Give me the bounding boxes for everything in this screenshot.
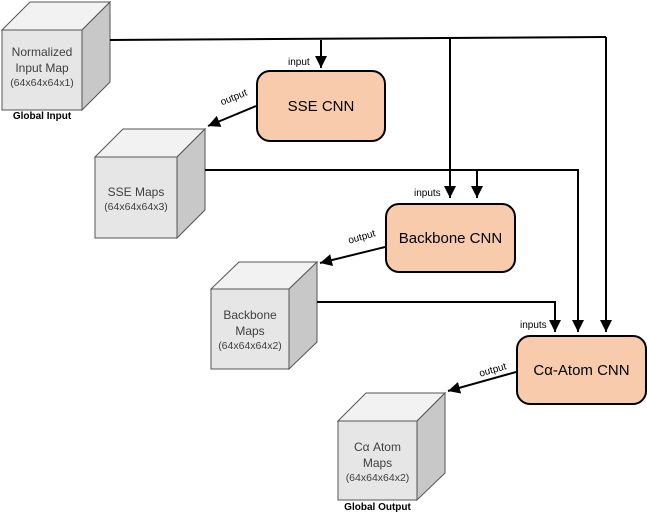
global-input-dims: (64x64x64x1) xyxy=(10,77,74,89)
global-output-caption: Global Output xyxy=(344,502,411,513)
backbone-cnn-input-label: inputs xyxy=(414,188,441,199)
ca-atom-maps-title-line1: Cα Atom xyxy=(354,440,401,454)
sse-maps-title: SSE Maps xyxy=(107,185,165,199)
sse-maps-cube xyxy=(93,127,207,240)
ca-atom-maps-cube-label: Cα Atom Maps (64x64x64x2) xyxy=(338,439,417,486)
connectors xyxy=(109,36,612,394)
backbone-to-ca-arrow xyxy=(317,301,561,332)
sse-to-ca-arrow xyxy=(205,169,584,332)
ca-atom-maps-dims: (64x64x64x2) xyxy=(345,472,410,484)
backbone-maps-cube-label: Backbone Maps (64x64x64x2) xyxy=(211,307,289,354)
sse-maps-cube-label: SSE Maps (64x64x64x3) xyxy=(95,184,177,215)
backbone-output-arrow xyxy=(319,246,386,266)
sse-cnn-input-label: input xyxy=(288,57,310,68)
backbone-maps-title-line2: Maps xyxy=(235,324,265,338)
sse-output-arrow xyxy=(207,105,257,127)
ca-atom-maps-cube xyxy=(336,391,447,502)
sse-maps-dims: (64x64x64x3) xyxy=(104,201,168,213)
global-input-caption: Global Input xyxy=(12,111,72,122)
global-input-title-line2: Input Map xyxy=(15,61,69,75)
global-input-title-line1: Normalized xyxy=(11,45,73,59)
backbone-cnn-box: Backbone CNN xyxy=(385,203,516,273)
backbone-maps-cube xyxy=(209,260,319,371)
ca-output-arrow xyxy=(447,371,517,394)
global-input-cube-label: Normalized Input Map (64x64x64x1) xyxy=(2,44,82,91)
global-input-cube xyxy=(0,0,112,112)
ca-atom-maps-title-line2: Maps xyxy=(362,456,393,470)
ca-atom-cnn-input-label: inputs xyxy=(520,320,547,331)
sse-cnn-box: SSE CNN xyxy=(256,70,386,142)
backbone-maps-dims: (64x64x64x2) xyxy=(218,340,282,352)
ca-atom-cnn-box: Cα-Atom CNN xyxy=(516,335,647,405)
backbone-maps-title-line1: Backbone xyxy=(223,308,277,322)
